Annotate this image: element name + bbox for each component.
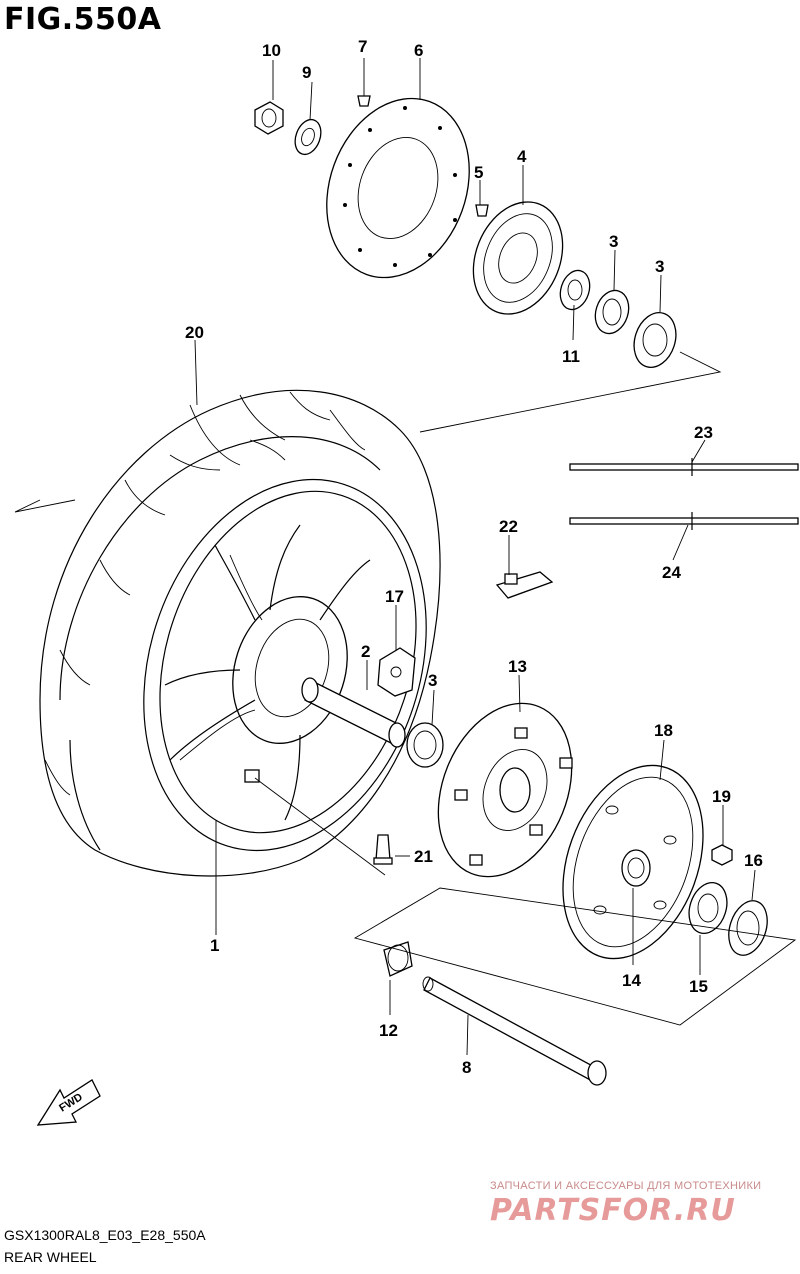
callout-14: 13 — [508, 657, 527, 676]
assembly-outline — [14, 351, 797, 1026]
wheel-damper-18 — [377, 647, 416, 697]
callout-4: 3 — [609, 232, 618, 251]
oil-seal-17 — [728, 900, 768, 956]
leader-lines — [194, 58, 756, 1056]
callout-13: 12 — [379, 1021, 398, 1040]
balancer-weight-24 — [569, 458, 799, 476]
sensor-rotor-5 — [472, 201, 564, 315]
spacer-collar-2 — [301, 677, 406, 748]
bearing-3-lower — [406, 722, 444, 768]
figure-title: FIG.550A — [4, 2, 162, 37]
fwd-arrow: FWD — [36, 1079, 101, 1126]
rear-axle-9 — [422, 976, 607, 1086]
spacer-13 — [383, 941, 413, 977]
callout-11: 10 — [262, 41, 281, 60]
bearing-16 — [688, 882, 728, 934]
callout-9: 8 — [462, 1058, 471, 1077]
bearing-3-upper — [633, 312, 677, 368]
callout-7: 6 — [414, 41, 423, 60]
figure-caption: REAR WHEEL — [4, 1249, 97, 1265]
balancer-weight-25 — [569, 512, 799, 530]
balancer-weight-23 — [495, 571, 554, 599]
callout-3-lower: 3 — [428, 671, 437, 690]
spacer-15 — [621, 849, 651, 887]
callout-1: 1 — [210, 936, 219, 955]
valve-stem-22 — [373, 834, 393, 865]
figure-code: GSX1300RAL8_E03_E28_550A — [4, 1227, 206, 1243]
spacer-12 — [559, 269, 591, 311]
disc-bolt-8 — [357, 80, 371, 107]
sensor-ring-screw-6 — [475, 204, 489, 217]
callout-numbers: 10 9 7 6 5 4 3 3 11 20 23 24 22 17 2 3 1… — [185, 37, 763, 1077]
watermark-brand: PARTSFOR.RU — [490, 1193, 736, 1228]
oil-seal-4 — [594, 289, 630, 335]
callout-22: 21 — [414, 847, 433, 866]
callout-25: 24 — [662, 563, 681, 582]
callout-3-upper: 3 — [655, 257, 664, 276]
callout-6: 5 — [474, 163, 483, 182]
callout-5: 4 — [517, 147, 527, 166]
callout-15: 14 — [622, 971, 641, 990]
callout-24: 23 — [694, 423, 713, 442]
callout-19: 18 — [654, 721, 673, 740]
callout-21: 20 — [185, 323, 204, 342]
sprocket-nut-20 — [711, 844, 733, 866]
callout-17: 16 — [744, 851, 763, 870]
axle-nut-11 — [254, 101, 284, 135]
sprocket-mounting-drum-14 — [437, 702, 573, 878]
callout-16: 15 — [689, 977, 708, 996]
callout-12: 11 — [562, 347, 580, 366]
washer-10 — [294, 118, 322, 156]
callout-8: 7 — [358, 37, 367, 56]
rear-wheel-rim — [143, 478, 427, 852]
callout-20: 19 — [712, 787, 731, 806]
callout-2: 2 — [361, 642, 370, 661]
rear-tire — [39, 389, 441, 877]
callout-18: 17 — [385, 587, 404, 606]
callout-23: 22 — [499, 517, 518, 536]
callout-10: 9 — [302, 63, 311, 82]
brake-disc-7 — [326, 97, 470, 279]
watermark-tagline: ЗАПЧАСТИ И АКСЕССУАРЫ ДЛЯ МОТОТЕХНИКИ — [490, 1180, 762, 1192]
